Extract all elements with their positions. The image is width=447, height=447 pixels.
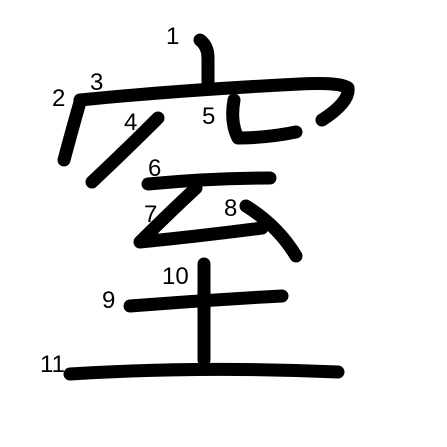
stroke-11 xyxy=(63,362,345,381)
stroke-number-7: 7 xyxy=(144,201,157,228)
stroke-number-6: 6 xyxy=(148,155,161,182)
stroke-1 xyxy=(193,33,215,95)
stroke-number-9: 9 xyxy=(102,287,115,314)
stroke-5 xyxy=(226,93,303,145)
stroke-number-5: 5 xyxy=(202,103,215,130)
stroke-number-1: 1 xyxy=(166,23,179,50)
stroke-7 xyxy=(133,181,269,249)
stroke-2 xyxy=(57,95,87,167)
stroke-6 xyxy=(141,171,277,191)
stroke-4 xyxy=(85,111,165,189)
stroke-number-3: 3 xyxy=(90,69,103,96)
stroke-number-11: 11 xyxy=(40,351,65,378)
stroke-3 xyxy=(73,77,355,127)
stroke-number-8: 8 xyxy=(224,195,237,222)
stroke-number-4: 4 xyxy=(124,109,137,136)
stroke-8 xyxy=(239,199,303,263)
stroke-number-10: 10 xyxy=(162,263,189,290)
stroke-number-2: 2 xyxy=(52,85,65,112)
